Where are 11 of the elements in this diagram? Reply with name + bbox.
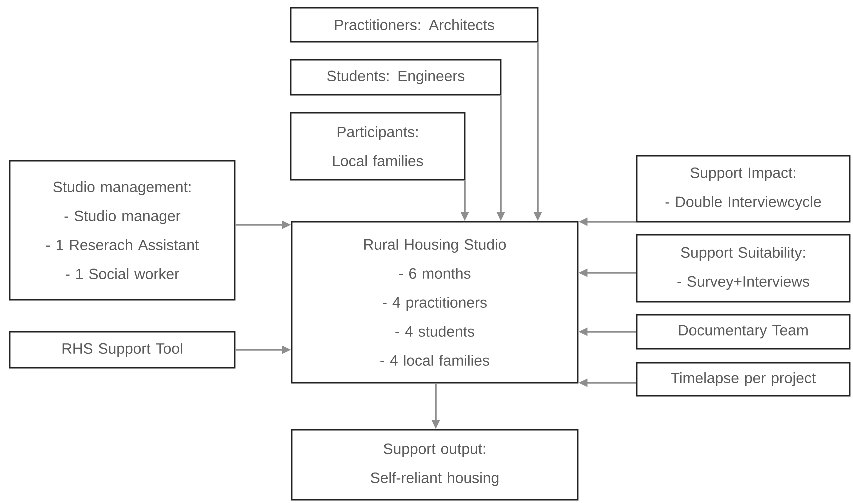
text-box: Rural Housing Studio - 6 months - 4 practitioners - 4 students - 4 local families xyxy=(291,221,579,384)
text-box: RHS Support Tool xyxy=(9,331,236,369)
text-box: Timelapse per project xyxy=(636,362,851,397)
text-box: Support output: Self-reliant housing xyxy=(291,429,579,501)
text-box: Studio management: - Studio manager - 1 Reserach Assistant - 1 Social worker xyxy=(9,160,236,301)
text-box: Documentary Team xyxy=(636,314,851,350)
text-box: Support Suitability: - Survey+Interviews xyxy=(636,234,851,303)
text-box: Practitioners: Architects xyxy=(290,7,539,43)
text-box: Participants: Local families xyxy=(290,112,466,181)
text-box: Support Impact: - Double Interviewcycle xyxy=(636,155,851,223)
text-box: Students: Engineers xyxy=(290,59,502,96)
